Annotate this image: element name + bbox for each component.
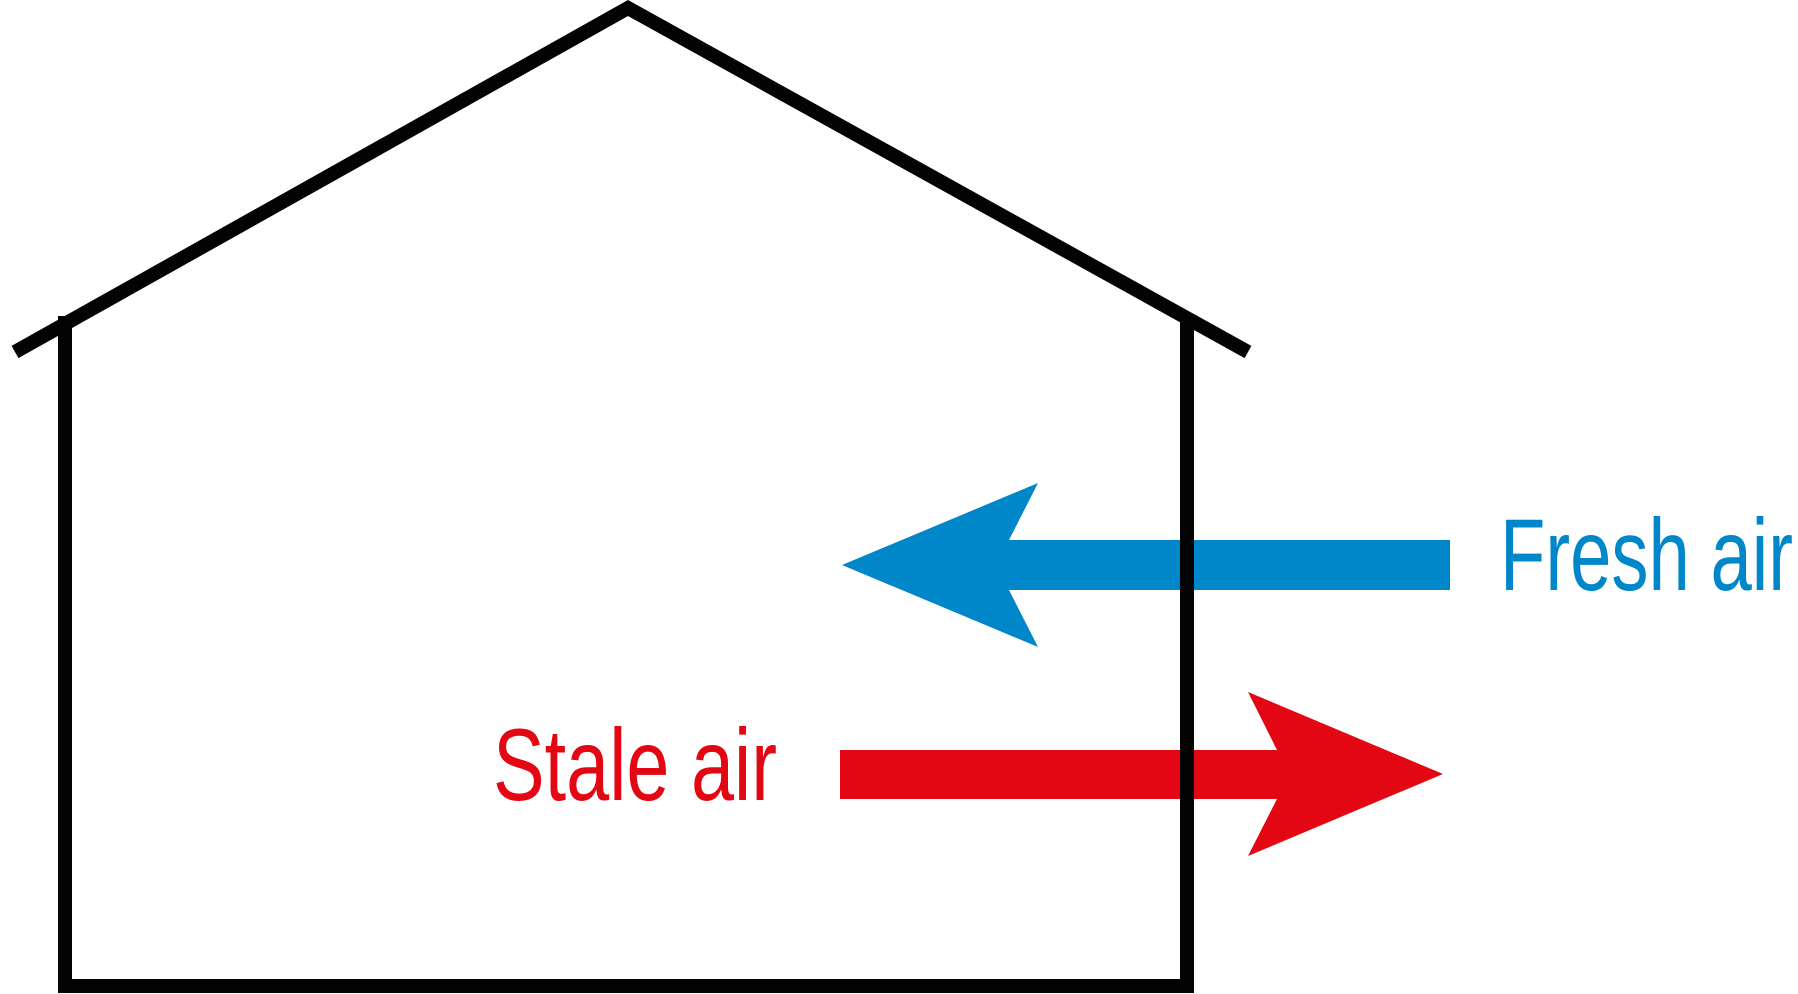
house-outline xyxy=(11,0,1252,993)
fresh-air-label: Fresh air xyxy=(1500,498,1793,612)
stale-air-label: Stale air xyxy=(493,708,777,822)
stale-air-arrow xyxy=(840,692,1443,856)
fresh-air-arrow xyxy=(842,483,1450,647)
